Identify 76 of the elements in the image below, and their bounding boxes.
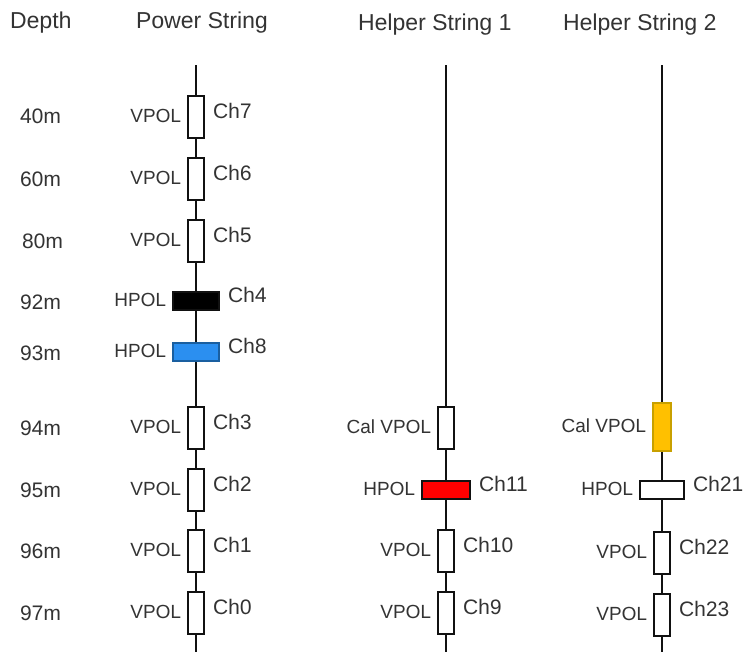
vpol-antenna	[187, 219, 205, 263]
vpol-antenna	[652, 402, 672, 452]
depth-label: 97m	[20, 602, 61, 626]
vpol-antenna	[653, 593, 671, 637]
depth-label: 60m	[20, 168, 61, 192]
hpol-antenna	[172, 342, 220, 362]
vpol-antenna	[187, 157, 205, 201]
channel-label: Ch1	[213, 535, 252, 557]
channel-label: Ch10	[463, 535, 514, 557]
channel-label: Ch9	[463, 597, 502, 619]
vpol-antenna	[187, 468, 205, 512]
antenna-type-label: VPOL	[130, 540, 181, 562]
antenna-type-label: VPOL	[130, 479, 181, 501]
channel-label: Ch3	[213, 412, 252, 434]
string-cable	[661, 500, 663, 531]
depth-label: 96m	[20, 540, 61, 564]
string-cable	[195, 512, 197, 529]
antenna-type-label: VPOL	[380, 540, 431, 562]
vpol-antenna	[187, 95, 205, 139]
antenna-type-label: VPOL	[130, 106, 181, 128]
channel-label: Ch6	[213, 163, 252, 185]
string-cable	[445, 450, 447, 480]
column-heading: Helper String 2	[563, 10, 716, 34]
string-cable	[661, 575, 663, 593]
depth-label: 94m	[20, 417, 61, 441]
antenna-type-label: VPOL	[596, 604, 647, 626]
channel-label: Ch22	[679, 537, 730, 559]
vpol-antenna	[653, 531, 671, 575]
channel-label: Ch23	[679, 599, 730, 621]
string-cable	[445, 573, 447, 591]
depth-label: 95m	[20, 479, 61, 503]
depth-label: 92m	[20, 291, 61, 315]
vpol-antenna	[187, 529, 205, 573]
channel-label: Ch11	[479, 474, 528, 496]
vpol-antenna	[187, 406, 205, 450]
channel-label: Ch5	[213, 225, 252, 247]
string-cable	[195, 362, 197, 406]
string-cable	[195, 201, 197, 219]
depth-label: 40m	[20, 105, 61, 129]
antenna-type-label: VPOL	[380, 602, 431, 624]
hpol-antenna	[421, 480, 471, 500]
column-heading: Helper String 1	[358, 10, 512, 34]
channel-label: Ch21	[693, 474, 744, 496]
antenna-type-label: Cal VPOL	[562, 416, 646, 438]
string-cable	[195, 450, 197, 468]
vpol-antenna	[187, 591, 205, 635]
antenna-type-label: VPOL	[130, 230, 181, 252]
channel-label: Ch2	[213, 474, 252, 496]
string-cable	[661, 452, 663, 480]
antenna-type-label: VPOL	[596, 542, 647, 564]
string-cable	[195, 311, 197, 342]
depth-label: 93m	[20, 342, 61, 366]
vpol-antenna	[437, 529, 455, 573]
antenna-type-label: HPOL	[581, 479, 633, 501]
string-cable	[445, 500, 447, 529]
string-cable	[195, 573, 197, 591]
antenna-type-label: HPOL	[114, 290, 166, 312]
channel-label: Ch7	[213, 101, 252, 123]
channel-label: Ch0	[213, 597, 252, 619]
antenna-type-label: HPOL	[114, 341, 166, 363]
string-cable	[195, 139, 197, 157]
channel-label: Ch4	[228, 285, 267, 307]
column-heading: Depth	[10, 8, 72, 32]
antenna-type-label: HPOL	[363, 479, 415, 501]
vpol-antenna	[437, 406, 455, 450]
depth-label: 80m	[22, 230, 63, 254]
antenna-type-label: VPOL	[130, 602, 181, 624]
column-heading: Power String	[136, 8, 268, 32]
hpol-antenna	[172, 291, 220, 311]
hpol-antenna	[639, 480, 685, 500]
antenna-type-label: VPOL	[130, 417, 181, 439]
antenna-type-label: VPOL	[130, 168, 181, 190]
antenna-type-label: Cal VPOL	[346, 417, 431, 439]
vpol-antenna	[437, 591, 455, 635]
string-cable	[195, 263, 197, 291]
channel-label: Ch8	[228, 336, 267, 358]
